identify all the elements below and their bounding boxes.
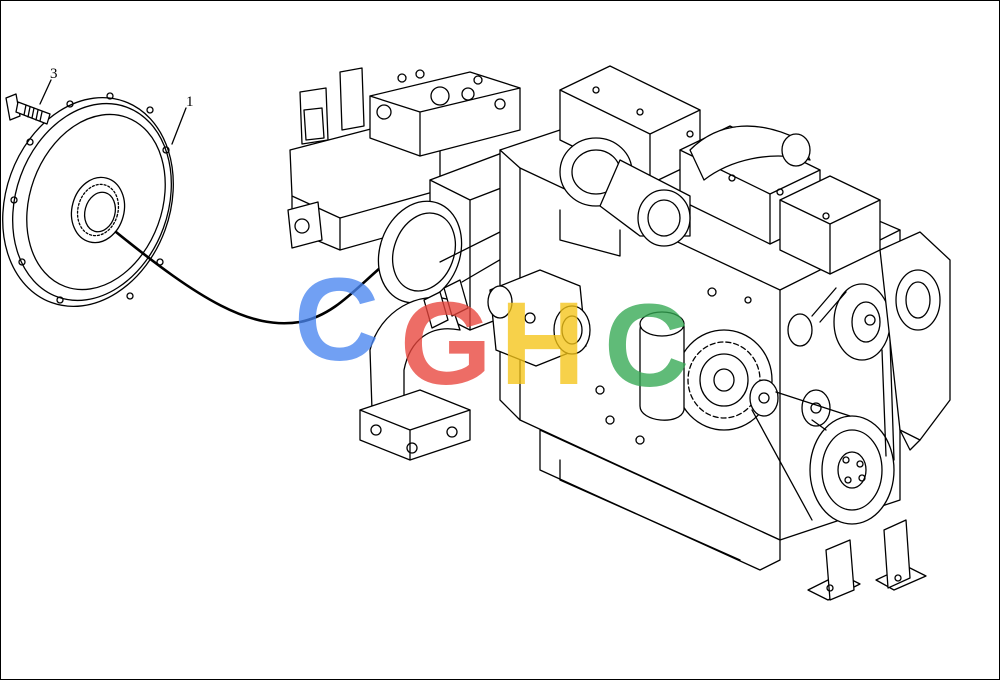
watermark-letter-c1: C [294, 254, 379, 386]
engine-mount-feet [807, 519, 927, 601]
watermark-letter-c2: C [604, 280, 689, 412]
bolt-part [5, 93, 51, 125]
turbocharger [559, 125, 811, 257]
front-mount-elbow [359, 279, 471, 461]
starter-motor [487, 269, 591, 367]
tensioner-pulley [749, 313, 831, 427]
flywheel-bolt-holes [10, 92, 170, 304]
watermark-letter-g: G [400, 278, 492, 410]
crankshaft-damper-pulley [809, 415, 895, 525]
callout-3: 3 [50, 66, 58, 82]
flywheel-splined-hub [70, 176, 126, 244]
flywheel-part [2, 92, 174, 308]
watermark-letter-h: H [500, 278, 585, 410]
belt-drive [749, 283, 895, 525]
timing-cover [879, 231, 951, 451]
alternator-cooling-fan [687, 341, 761, 419]
watermark-logo: C G H C [294, 254, 689, 412]
alternator [639, 311, 773, 431]
callout-1: 1 [186, 94, 194, 110]
fuel-injection-pump [287, 67, 521, 251]
